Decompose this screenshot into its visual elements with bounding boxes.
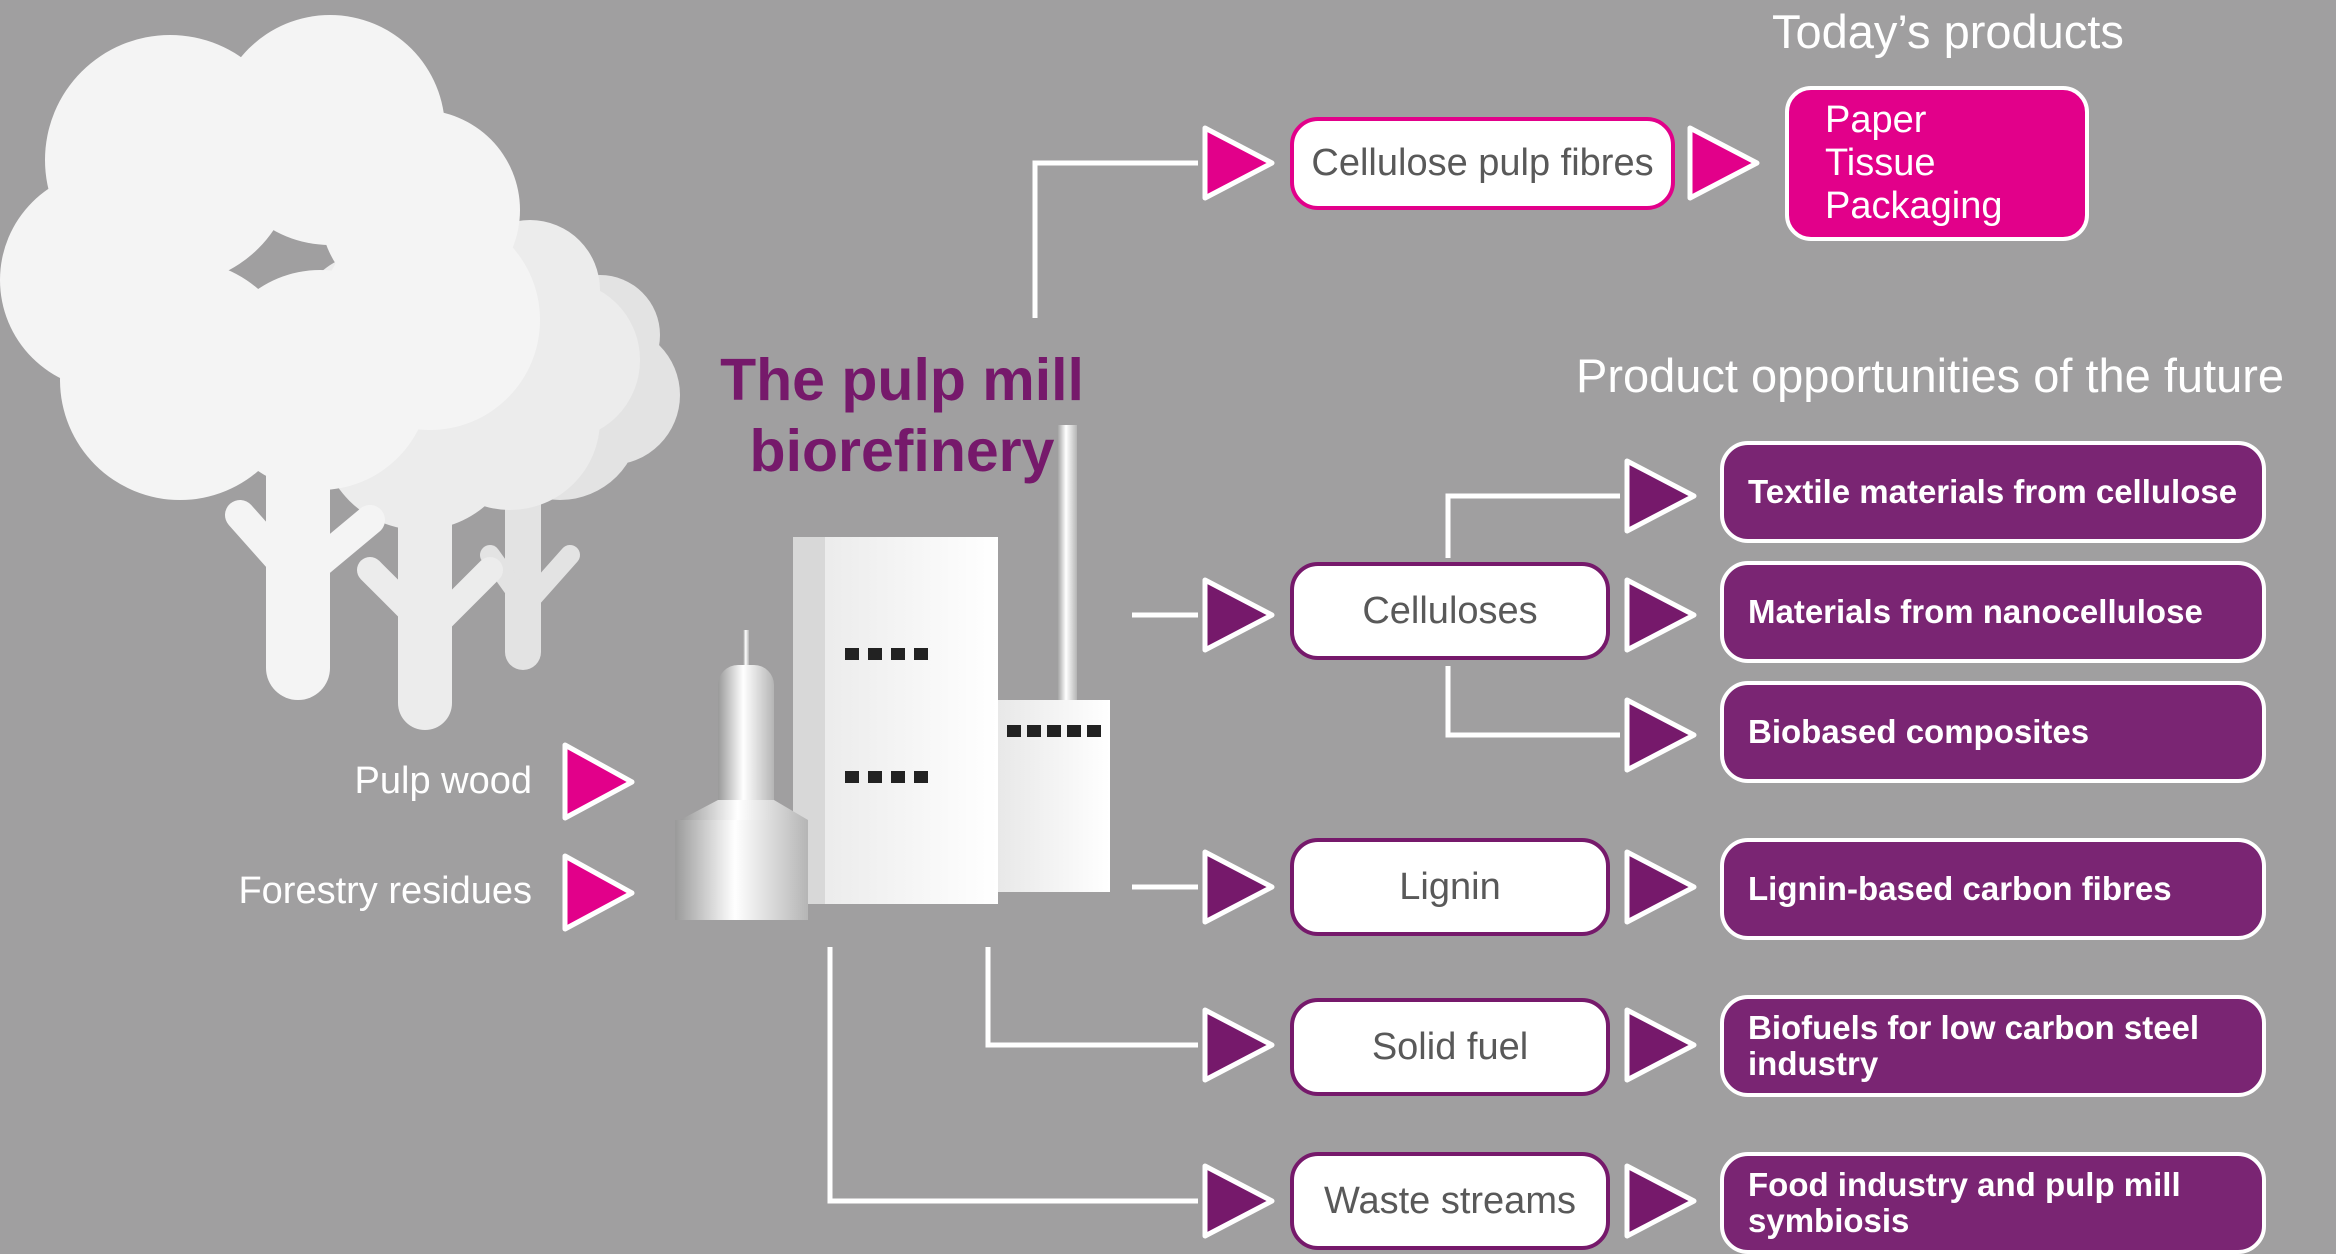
future-product-nanocellulose-label: Materials from nanocellulose	[1748, 594, 2203, 630]
celluloses-label: Celluloses	[1362, 590, 1537, 633]
future-product-composites-label: Biobased composites	[1748, 714, 2089, 750]
cellulose-pulp-fibres-box: Cellulose pulp fibres	[1290, 117, 1675, 210]
future-products-heading: Product opportunities of the future	[1576, 348, 2284, 403]
waste-streams-label: Waste streams	[1324, 1180, 1576, 1223]
product-packaging: Packaging	[1825, 185, 2002, 228]
future-product-food-industry-label: Food industry and pulp mill symbiosis	[1748, 1167, 2181, 1239]
future-product-biofuels: Biofuels for low carbon steel industry	[1720, 995, 2266, 1097]
silo	[675, 630, 808, 920]
input-label-forestry-residues: Forestry residues	[232, 870, 532, 913]
future-product-carbon-fibres: Lignin-based carbon fibres	[1720, 838, 2266, 940]
product-paper: Paper	[1825, 99, 1926, 142]
cellulose-pulp-fibres-label: Cellulose pulp fibres	[1311, 142, 1653, 185]
future-product-textile-label: Textile materials from cellulose	[1748, 474, 2237, 510]
future-product-nanocellulose: Materials from nanocellulose	[1720, 561, 2266, 663]
solid-fuel-box: Solid fuel	[1290, 998, 1610, 1096]
main-title: The pulp mill biorefinery	[672, 345, 1132, 487]
today-products-heading: Today’s products	[1772, 4, 2124, 59]
lignin-box: Lignin	[1290, 838, 1610, 936]
future-product-textile: Textile materials from cellulose	[1720, 441, 2266, 543]
future-product-biofuels-label: Biofuels for low carbon steel industry	[1748, 1010, 2199, 1082]
future-product-carbon-fibres-label: Lignin-based carbon fibres	[1748, 871, 2172, 907]
future-product-composites: Biobased composites	[1720, 681, 2266, 783]
arrow-forestry-residues	[565, 856, 632, 929]
trees-illustration	[0, 15, 680, 730]
product-tissue: Tissue	[1825, 142, 1936, 185]
pulp-mill-illustration	[675, 425, 1110, 920]
lignin-label: Lignin	[1399, 866, 1500, 909]
todays-products-box: Paper Tissue Packaging	[1785, 86, 2089, 241]
solid-fuel-label: Solid fuel	[1372, 1026, 1528, 1069]
celluloses-box: Celluloses	[1290, 562, 1610, 660]
input-label-pulp-wood: Pulp wood	[232, 760, 532, 803]
future-product-food-industry: Food industry and pulp mill symbiosis	[1720, 1152, 2266, 1254]
arrow-today-products	[1690, 128, 1757, 198]
waste-streams-box: Waste streams	[1290, 1152, 1610, 1250]
arrow-pulp-fibres	[1205, 128, 1272, 198]
arrow-pulp-wood	[565, 745, 632, 818]
